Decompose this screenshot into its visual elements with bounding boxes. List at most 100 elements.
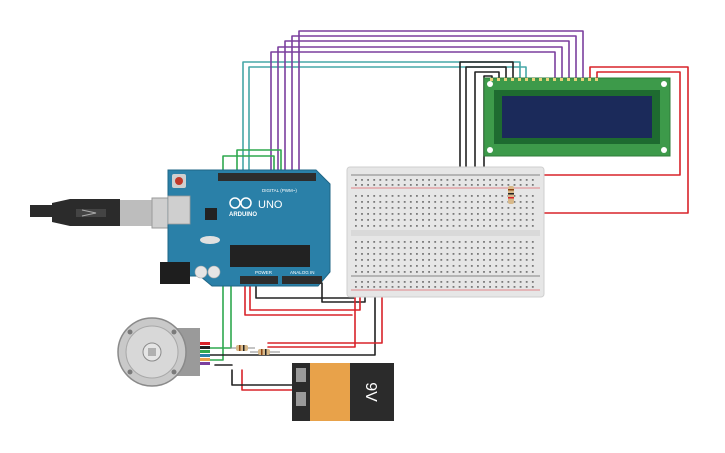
breadboard-hole[interactable] bbox=[525, 225, 528, 227]
breadboard-hole[interactable] bbox=[489, 265, 491, 267]
breadboard-hole[interactable] bbox=[452, 265, 455, 267]
breadboard-hole[interactable] bbox=[519, 213, 522, 215]
breadboard-hole[interactable] bbox=[355, 195, 357, 197]
breadboard-hole[interactable] bbox=[495, 201, 498, 203]
breadboard-hole[interactable] bbox=[519, 247, 522, 249]
breadboard-hole[interactable] bbox=[446, 241, 449, 243]
breadboard-hole[interactable] bbox=[458, 265, 461, 267]
wire-purple-3[interactable] bbox=[284, 40, 570, 173]
breadboard-hole[interactable] bbox=[416, 207, 418, 209]
breadboard-hole[interactable] bbox=[483, 247, 485, 249]
breadboard-hole[interactable] bbox=[507, 281, 510, 283]
wire-black-lcd-3[interactable] bbox=[474, 71, 500, 184]
wire-red-bat[interactable] bbox=[267, 287, 383, 344]
breadboard-hole[interactable] bbox=[409, 201, 412, 203]
breadboard-hole[interactable] bbox=[513, 247, 516, 249]
breadboard-hole[interactable] bbox=[428, 179, 430, 181]
breadboard-hole[interactable] bbox=[483, 286, 485, 288]
breadboard-hole[interactable] bbox=[385, 247, 388, 249]
breadboard-hole[interactable] bbox=[519, 225, 522, 227]
breadboard-hole[interactable] bbox=[373, 253, 376, 255]
breadboard-hole[interactable] bbox=[361, 281, 363, 283]
breadboard-hole[interactable] bbox=[458, 241, 461, 243]
breadboard-hole[interactable] bbox=[483, 265, 485, 267]
breadboard-hole[interactable] bbox=[391, 201, 394, 203]
breadboard-hole[interactable] bbox=[531, 201, 534, 203]
breadboard-hole[interactable] bbox=[501, 207, 504, 209]
breadboard-hole[interactable] bbox=[495, 225, 498, 227]
breadboard-hole[interactable] bbox=[391, 265, 394, 267]
breadboard-hole[interactable] bbox=[470, 265, 473, 267]
lcd-pin[interactable] bbox=[525, 78, 528, 81]
lcd-pin[interactable] bbox=[497, 78, 500, 81]
breadboard-hole[interactable] bbox=[385, 281, 388, 283]
breadboard-hole[interactable] bbox=[531, 259, 534, 261]
breadboard-hole[interactable] bbox=[361, 184, 363, 186]
breadboard-hole[interactable] bbox=[452, 195, 455, 197]
breadboard-hole[interactable] bbox=[361, 225, 363, 227]
breadboard-hole[interactable] bbox=[464, 265, 467, 267]
breadboard-hole[interactable] bbox=[367, 281, 369, 283]
breadboard-hole[interactable] bbox=[367, 265, 369, 267]
breadboard-hole[interactable] bbox=[501, 265, 504, 267]
breadboard-hole[interactable] bbox=[367, 271, 369, 273]
breadboard-hole[interactable] bbox=[495, 265, 498, 267]
breadboard-hole[interactable] bbox=[373, 247, 376, 249]
breadboard-hole[interactable] bbox=[428, 271, 430, 273]
breadboard-hole[interactable] bbox=[464, 286, 467, 288]
breadboard-hole[interactable] bbox=[379, 271, 382, 273]
breadboard-hole[interactable] bbox=[477, 201, 479, 203]
breadboard-hole[interactable] bbox=[531, 207, 534, 209]
breadboard-hole[interactable] bbox=[452, 213, 455, 215]
breadboard-hole[interactable] bbox=[355, 179, 357, 181]
breadboard-hole[interactable] bbox=[409, 253, 412, 255]
breadboard-hole[interactable] bbox=[531, 247, 534, 249]
breadboard-hole[interactable] bbox=[470, 201, 473, 203]
breadboard-hole[interactable] bbox=[379, 253, 382, 255]
wire-black-lcd-1[interactable] bbox=[459, 61, 514, 184]
breadboard-hole[interactable] bbox=[489, 179, 491, 181]
breadboard-hole[interactable] bbox=[525, 219, 528, 221]
breadboard-hole[interactable] bbox=[416, 219, 418, 221]
breadboard-hole[interactable] bbox=[355, 286, 357, 288]
breadboard-hole[interactable] bbox=[434, 247, 437, 249]
breadboard-hole[interactable] bbox=[501, 225, 504, 227]
breadboard-hole[interactable] bbox=[464, 219, 467, 221]
breadboard-hole[interactable] bbox=[483, 225, 485, 227]
arduino-uno[interactable]: ARDUINO UNO DIGITAL (PWM~) POWER ANALOG … bbox=[160, 169, 331, 287]
breadboard-hole[interactable] bbox=[495, 179, 498, 181]
breadboard-hole[interactable] bbox=[446, 225, 449, 227]
breadboard-hole[interactable] bbox=[367, 241, 369, 243]
breadboard-hole[interactable] bbox=[379, 179, 382, 181]
breadboard-hole[interactable] bbox=[464, 184, 467, 186]
breadboard-hole[interactable] bbox=[379, 281, 382, 283]
breadboard-hole[interactable] bbox=[477, 207, 479, 209]
breadboard-hole[interactable] bbox=[409, 184, 412, 186]
breadboard-hole[interactable] bbox=[477, 225, 479, 227]
breadboard-hole[interactable] bbox=[470, 207, 473, 209]
breadboard-hole[interactable] bbox=[464, 247, 467, 249]
breadboard-hole[interactable] bbox=[385, 253, 388, 255]
breadboard-hole[interactable] bbox=[507, 207, 510, 209]
breadboard-hole[interactable] bbox=[373, 184, 376, 186]
wire-red-mot[interactable] bbox=[267, 291, 356, 348]
breadboard-hole[interactable] bbox=[355, 213, 357, 215]
breadboard-hole[interactable] bbox=[379, 207, 382, 209]
breadboard-hole[interactable] bbox=[507, 265, 510, 267]
breadboard-hole[interactable] bbox=[525, 286, 528, 288]
breadboard-hole[interactable] bbox=[470, 247, 473, 249]
breadboard-hole[interactable] bbox=[379, 259, 382, 261]
breadboard-hole[interactable] bbox=[470, 253, 473, 255]
wire-black-bat-2[interactable] bbox=[231, 369, 301, 386]
breadboard-hole[interactable] bbox=[373, 271, 376, 273]
breadboard-hole[interactable] bbox=[440, 265, 443, 267]
wire-red-lcd-2[interactable] bbox=[532, 71, 681, 176]
breadboard-hole[interactable] bbox=[355, 265, 357, 267]
breadboard-hole[interactable] bbox=[513, 225, 516, 227]
breadboard-hole[interactable] bbox=[519, 219, 522, 221]
breadboard-hole[interactable] bbox=[428, 241, 430, 243]
breadboard-hole[interactable] bbox=[495, 207, 498, 209]
breadboard-hole[interactable] bbox=[531, 225, 534, 227]
breadboard-hole[interactable] bbox=[397, 286, 400, 288]
resistor-motor-1[interactable] bbox=[230, 345, 255, 351]
